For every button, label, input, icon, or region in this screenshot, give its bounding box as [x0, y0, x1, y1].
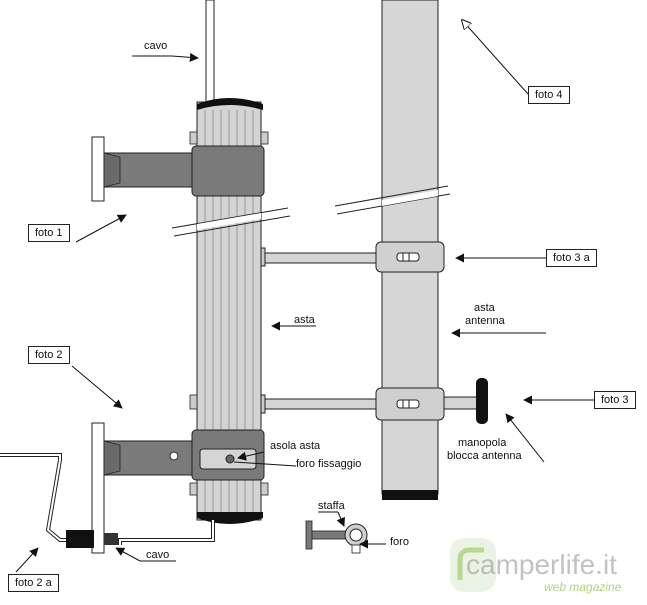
asta-antenna-label-2: antenna: [465, 315, 505, 327]
bottom-cable: [0, 453, 215, 548]
svg-text:camperlife.it: camperlife.it: [466, 549, 617, 580]
manopola-label-2: blocca antenna: [447, 450, 522, 462]
staffa-label: staffa: [318, 500, 345, 512]
foto-1-label: foto 1: [28, 224, 70, 242]
camperlife-watermark: camperlife.it web magazine: [448, 536, 644, 598]
foto-3-label: foto 3: [594, 391, 636, 409]
asola-asta-label: asola asta: [270, 440, 321, 452]
foto-2a-label: foto 2 a: [8, 574, 59, 592]
staffa-detail: [305, 520, 368, 554]
foro-label: foro: [390, 536, 409, 548]
upper-antenna-clamp: [375, 241, 445, 273]
lower-wall-bracket: [91, 422, 265, 554]
upper-wall-bracket: [91, 136, 265, 202]
foto-3a-label: foto 3 a: [546, 249, 597, 267]
top-cable: [205, 0, 215, 105]
asta-antenna-label-1: asta: [474, 302, 495, 314]
foro-fissaggio-label: foro fissaggio: [296, 458, 362, 470]
leader-arrows: [15, 20, 594, 573]
cavo-top-label: cavo: [144, 40, 168, 52]
svg-text:web magazine: web magazine: [544, 580, 622, 594]
camperlife-logo-icon: camperlife.it web magazine: [450, 538, 622, 594]
manopola-label-1: manopola: [458, 437, 507, 449]
foto-4-label: foto 4: [528, 86, 570, 104]
lower-antenna-clamp: [375, 378, 488, 424]
connecting-bars: [258, 247, 381, 414]
asta-label: asta: [294, 314, 315, 326]
cavo-bottom-label: cavo: [146, 549, 170, 561]
foto-2-label: foto 2: [28, 346, 70, 364]
